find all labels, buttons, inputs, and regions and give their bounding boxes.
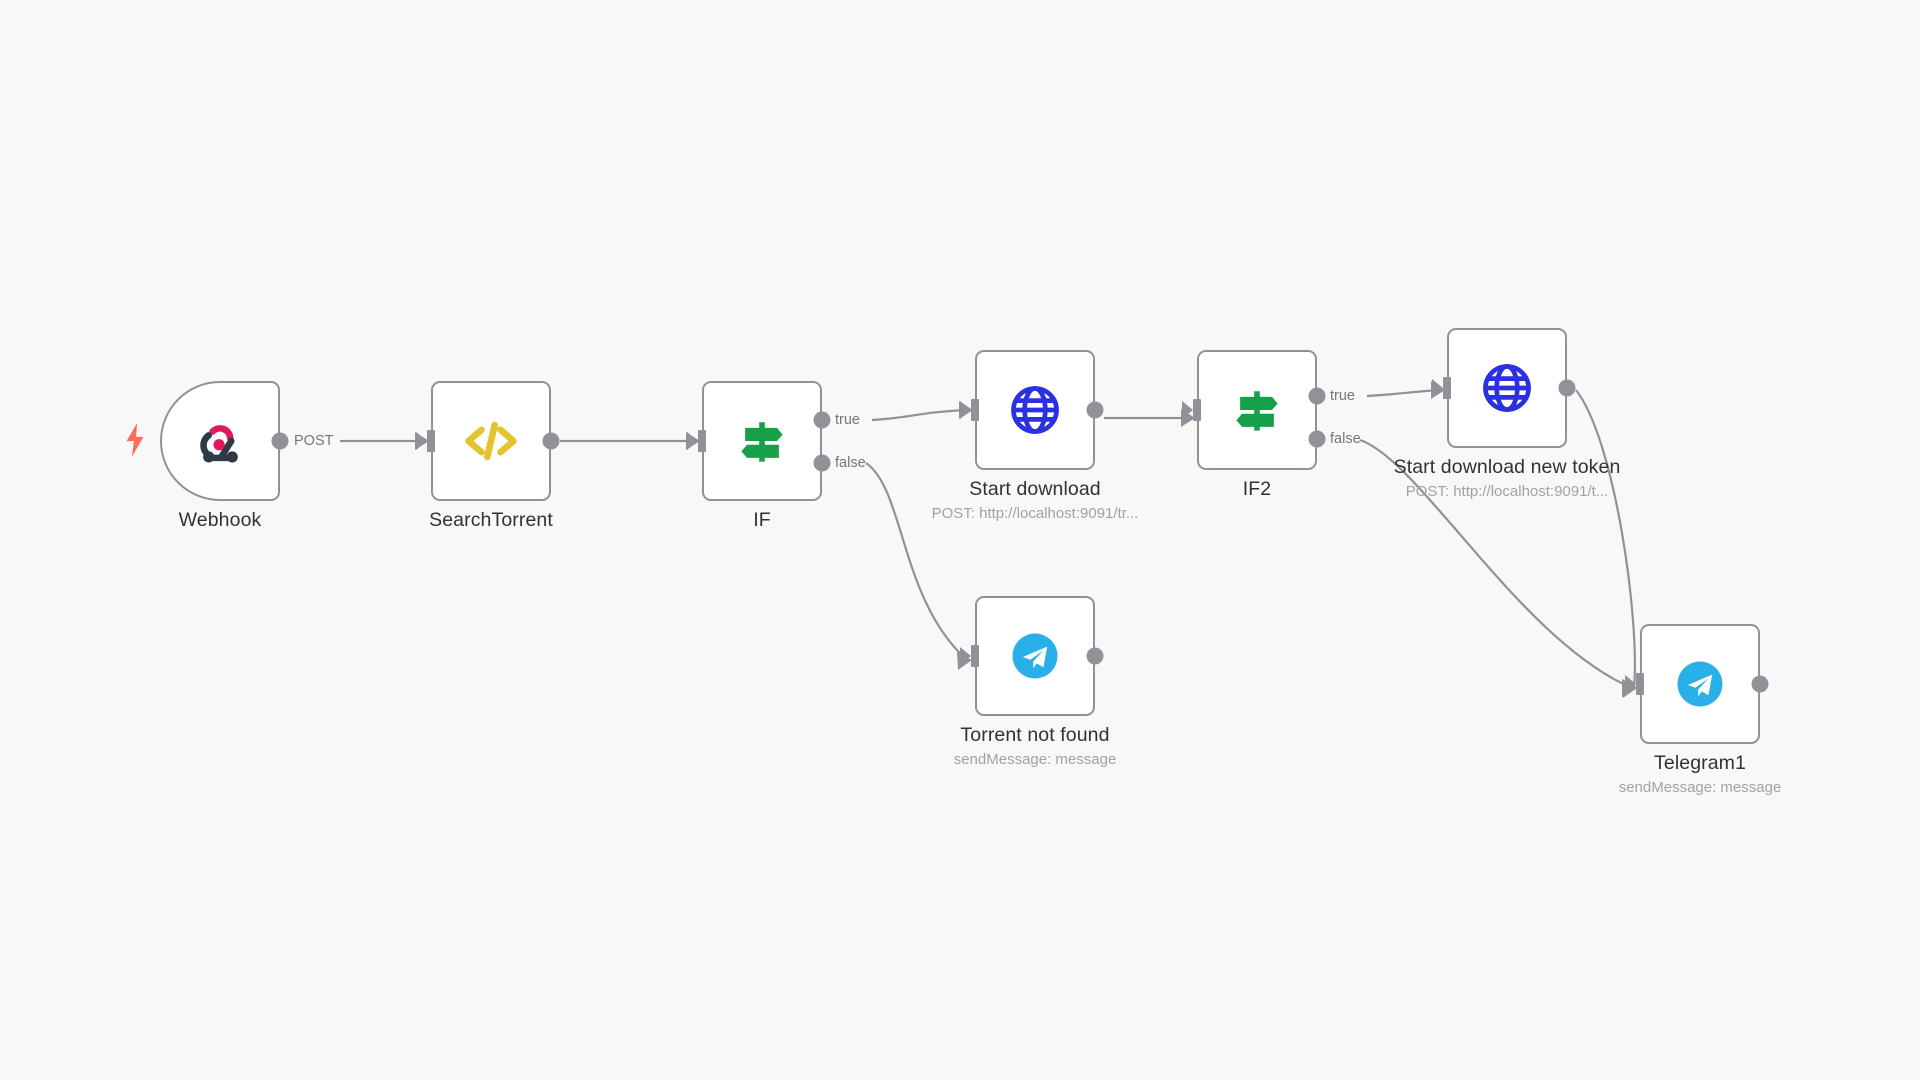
node-webhook-output-port[interactable] [271,432,289,450]
node-if-title: IF [753,509,771,531]
node-if2-output-label-true: true [1330,388,1355,404]
node-telegram1-subtitle: sendMessage: message [1618,779,1782,796]
node-start-download-new-token-title: Start download new token [1393,456,1621,478]
edge-start-download-new-token-to-telegram1 [1575,389,1636,689]
edge-if-false-to-torrent-not-found [865,462,968,661]
node-webhook-output-label: POST [294,433,334,449]
node-start-download-box[interactable] [975,350,1095,470]
node-if2-title: IF2 [1242,478,1272,500]
node-start-download-new-token-box[interactable] [1447,328,1567,448]
webhook-icon [200,425,238,463]
node-start-download[interactable]: Start download POST: http://localhost:90… [932,350,1138,522]
node-torrent-not-found-title: Torrent not found [960,724,1110,746]
signpost-icon [1236,391,1278,431]
node-webhook[interactable]: POST Webhook [160,381,333,531]
node-searchtorrent-title: SearchTorrent [429,509,553,531]
node-torrent-not-found-output-port[interactable] [1086,647,1104,665]
node-start-download-output-port[interactable] [1086,401,1104,419]
node-if-output-label-true: true [835,412,860,428]
node-if-output-label-false: false [835,455,866,471]
globe-icon [1483,364,1531,412]
node-searchtorrent-output-port[interactable] [542,432,560,450]
node-if-output-port-false[interactable] [813,454,831,472]
node-if2-output-port-false[interactable] [1308,430,1326,448]
node-webhook-box[interactable] [160,381,280,501]
node-telegram1-input-port[interactable] [1636,673,1644,695]
telegram-icon [1677,661,1723,707]
node-searchtorrent[interactable]: SearchTorrent [427,381,560,531]
node-start-download-new-token-output-port[interactable] [1558,379,1576,397]
node-if2[interactable]: true false IF2 [1193,350,1361,500]
lightning-bolt-icon [122,423,148,457]
edge-if-true-to-start-download [871,408,968,422]
node-if2-output-label-false: false [1330,431,1361,447]
node-if-box[interactable] [702,381,822,501]
node-start-download-input-port[interactable] [971,399,979,421]
signpost-icon [741,422,783,462]
node-if-input-port[interactable] [698,430,706,452]
node-if-output-port-true[interactable] [813,411,831,429]
node-telegram1-output-port[interactable] [1751,675,1769,693]
node-start-download-title: Start download [969,478,1101,500]
node-telegram1-title: Telegram1 [1654,752,1746,774]
node-torrent-not-found[interactable]: Torrent not found sendMessage: message [954,596,1116,768]
code-icon [465,421,517,461]
node-if2-input-port[interactable] [1193,399,1201,421]
node-searchtorrent-input-port[interactable] [427,430,435,452]
node-if2-output-port-true[interactable] [1308,387,1326,405]
edge-if2-true-to-start-download-new-token [1366,388,1440,398]
node-telegram1[interactable]: Telegram1 sendMessage: message [1619,624,1781,796]
node-start-download-subtitle: POST: http://localhost:9091/tr... [931,505,1139,522]
node-start-download-new-token[interactable]: Start download new token POST: http://lo… [1394,328,1620,500]
node-torrent-not-found-input-port[interactable] [971,645,979,667]
node-webhook-title: Webhook [178,509,262,531]
globe-icon [1011,386,1059,434]
node-telegram1-box[interactable] [1640,624,1760,744]
node-start-download-new-token-subtitle: POST: http://localhost:9091/t... [1405,483,1609,500]
telegram-icon [1012,633,1058,679]
node-torrent-not-found-box[interactable] [975,596,1095,716]
node-if2-box[interactable] [1197,350,1317,470]
node-searchtorrent-box[interactable] [431,381,551,501]
node-torrent-not-found-subtitle: sendMessage: message [953,751,1117,768]
node-start-download-new-token-input-port[interactable] [1443,377,1451,399]
node-if[interactable]: true false IF [698,381,866,531]
